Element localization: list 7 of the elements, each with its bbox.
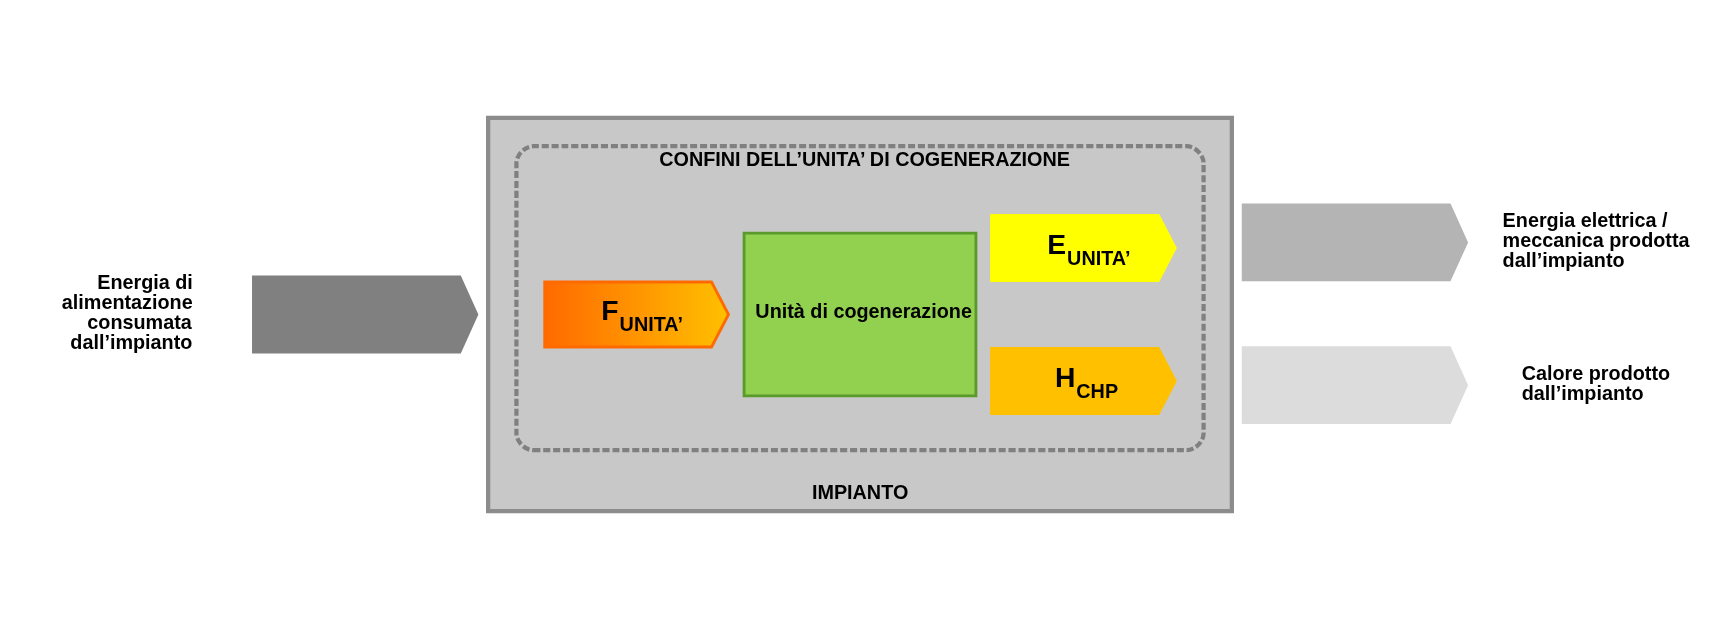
node-arrow: [1241, 203, 1469, 282]
node-label: Energia di alimentazione consumata dall’impianto: [61, 271, 193, 353]
node-label: Energia elettrica / meccanica prodotta dall’impianto: [1502, 209, 1690, 271]
node-label: Calore prodotto dall’impianto: [1521, 361, 1671, 404]
node-arrow: [252, 275, 479, 354]
node-arrow: [1241, 346, 1469, 425]
node-box: Unità di cogenerazione: [742, 231, 978, 398]
